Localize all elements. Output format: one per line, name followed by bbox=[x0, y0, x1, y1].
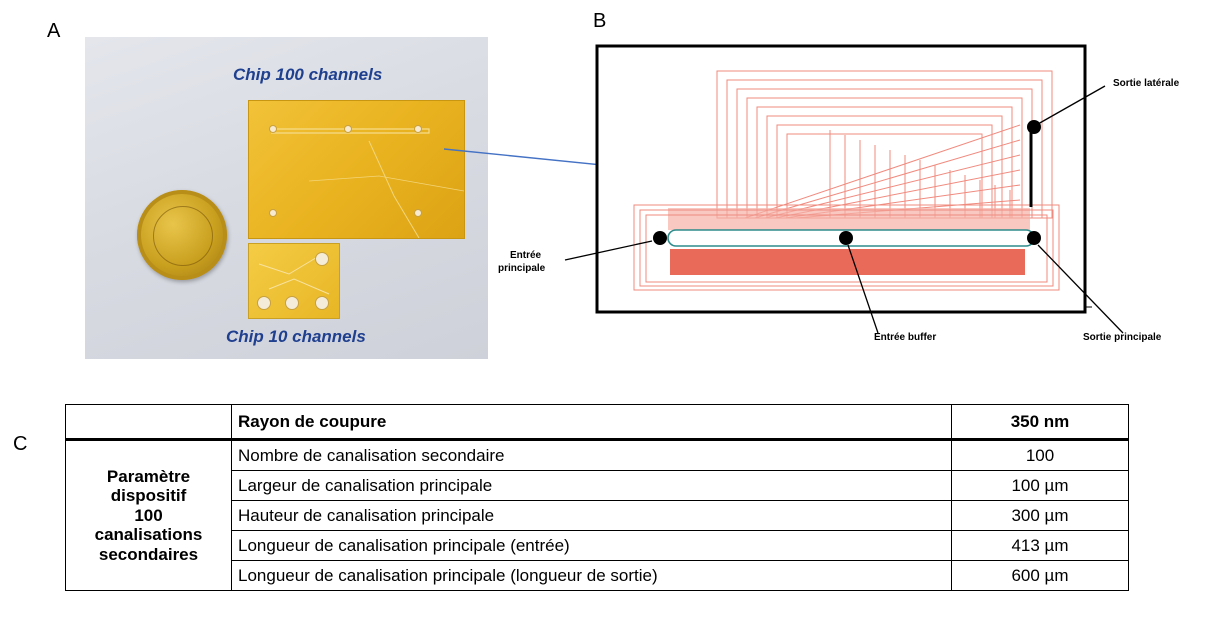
table-row: Paramètre dispositif 100 canalisations s… bbox=[65, 439, 1129, 591]
callout-buffer-inlet: Entrée buffer bbox=[874, 332, 937, 343]
callout-main-outlet: Sortie principale bbox=[1083, 332, 1162, 343]
header-value: 350 nm bbox=[951, 404, 1129, 441]
main-outlet-port bbox=[1027, 231, 1041, 245]
chip-10-label: Chip 10 channels bbox=[226, 327, 366, 346]
chip-hole bbox=[414, 209, 422, 217]
group-label-line: 100 bbox=[134, 505, 163, 525]
dense-channel-block bbox=[670, 249, 1025, 275]
header-empty-cell bbox=[65, 404, 232, 441]
row-value: 300 µm bbox=[951, 500, 1129, 531]
panel-label-a: A bbox=[47, 20, 61, 42]
chip-hole bbox=[414, 125, 422, 133]
chip-100-channel-traces bbox=[271, 128, 465, 239]
row-value: 413 µm bbox=[951, 530, 1129, 561]
row-value: 100 µm bbox=[951, 470, 1129, 501]
table-row: Longueur de canalisation principale (ent… bbox=[66, 530, 1129, 561]
group-label-line: dispositif bbox=[110, 486, 187, 506]
group-label-cell: Paramètre dispositif 100 canalisations s… bbox=[65, 439, 232, 591]
row-value: 600 µm bbox=[951, 560, 1129, 591]
chip-10-channels bbox=[248, 243, 340, 319]
row-label: Nombre de canalisation secondaire bbox=[231, 439, 952, 471]
chip-schematic bbox=[564, 44, 1124, 334]
row-label: Hauteur de canalisation principale bbox=[231, 500, 952, 531]
callout-main-inlet-line1: Entrée bbox=[510, 250, 542, 261]
channel-comb bbox=[668, 208, 1030, 230]
chip-hole bbox=[344, 125, 352, 133]
callout-main-inlet-line2: principale bbox=[498, 263, 546, 274]
table-header-row: Rayon de coupure 350 nm bbox=[65, 404, 1129, 441]
parameters-table: Rayon de coupure 350 nm Paramètre dispos… bbox=[65, 404, 1129, 591]
table-row: Largeur de canalisation principale 100 µ… bbox=[66, 470, 1129, 501]
row-label: Largeur de canalisation principale bbox=[231, 470, 952, 501]
table-row: Hauteur de canalisation principale 300 µ… bbox=[66, 500, 1129, 531]
coin bbox=[137, 190, 227, 280]
secondary-channels-bottom bbox=[633, 204, 1060, 291]
panel-label-c: C bbox=[13, 433, 28, 455]
table-row: Longueur de canalisation principale (lon… bbox=[66, 560, 1129, 591]
chip-hole bbox=[315, 296, 329, 310]
chip-hole bbox=[269, 125, 277, 133]
row-value: 100 bbox=[951, 439, 1129, 471]
group-label-line: canalisations bbox=[94, 525, 203, 545]
side-outlet-port bbox=[1027, 120, 1041, 134]
chip-photo: Chip 100 channels Chip 10 channels bbox=[85, 37, 488, 359]
callout-side-outlet: Sortie latérale bbox=[1113, 78, 1180, 89]
row-label: Longueur de canalisation principale (lon… bbox=[231, 560, 952, 591]
chip-hole bbox=[269, 209, 277, 217]
buffer-inlet-port bbox=[839, 231, 853, 245]
chip-100-channels bbox=[248, 100, 465, 239]
group-label-line: secondaires bbox=[98, 544, 199, 564]
callout-arrows bbox=[564, 85, 1124, 334]
chip-hole bbox=[257, 296, 271, 310]
chip-hole bbox=[315, 252, 329, 266]
panel-label-b: B bbox=[593, 10, 607, 32]
chip-10-channel-traces bbox=[258, 255, 330, 295]
group-label-line: Paramètre bbox=[106, 466, 191, 486]
header-label: Rayon de coupure bbox=[231, 404, 952, 441]
chip-hole bbox=[285, 296, 299, 310]
row-label: Longueur de canalisation principale (ent… bbox=[231, 530, 952, 561]
chip-100-label: Chip 100 channels bbox=[233, 65, 383, 84]
main-inlet-port bbox=[653, 231, 667, 245]
